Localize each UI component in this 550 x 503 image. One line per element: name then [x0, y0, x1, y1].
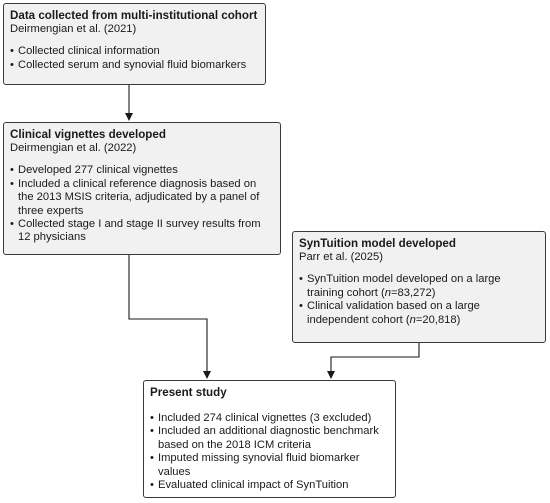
- list-item: Clinical validation based on a large ind…: [299, 300, 538, 327]
- present-study-list: Included 274 clinical vignettes (3 exclu…: [150, 412, 388, 493]
- syntuition-title: SynTuition model developed: [299, 237, 456, 250]
- present-study-title: Present study: [150, 386, 227, 399]
- vignettes-box: Clinical vignettes developed Deirmengian…: [3, 122, 281, 255]
- syntuition-box: SynTuition model developed Parr et al. (…: [292, 231, 546, 343]
- vignettes-list: Developed 277 clinical vignettesIncluded…: [10, 164, 273, 244]
- italic-n: n: [384, 286, 391, 299]
- list-item: Included an additional diagnostic benchm…: [150, 425, 388, 452]
- arrow-syntuition-to-present: [327, 343, 420, 379]
- italic-n: n: [409, 313, 416, 326]
- list-item: Collected clinical information: [10, 45, 258, 59]
- list-item-text: SynTuition model developed on a large tr…: [307, 273, 501, 299]
- cohort-title: Data collected from multi-institutional …: [10, 9, 258, 22]
- list-item: Included 274 clinical vignettes (3 exclu…: [150, 412, 388, 426]
- list-item-text: =20,818): [415, 313, 461, 326]
- syntuition-citation: Parr et al. (2025): [299, 251, 383, 263]
- vignettes-citation: Deirmengian et al. (2022): [10, 142, 137, 154]
- vignettes-title: Clinical vignettes developed: [10, 128, 166, 141]
- list-item: Evaluated clinical impact of SynTuition: [150, 479, 388, 493]
- syntuition-list: SynTuition model developed on a large tr…: [299, 273, 538, 327]
- list-item: Developed 277 clinical vignettes: [10, 164, 273, 178]
- list-item-text: Clinical validation based on a large ind…: [307, 300, 480, 326]
- list-item: Included a clinical reference diagnosis …: [10, 178, 273, 218]
- list-item: Collected serum and synovial fluid bioma…: [10, 59, 258, 73]
- list-item: Collected stage I and stage II survey re…: [10, 218, 273, 245]
- present-study-box: Present study Included 274 clinical vign…: [143, 380, 396, 498]
- list-item-text: =83,272): [390, 286, 436, 299]
- cohort-citation: Deirmengian et al. (2021): [10, 23, 137, 35]
- list-item: SynTuition model developed on a large tr…: [299, 273, 538, 300]
- list-item: Imputed missing synovial fluid biomarker…: [150, 452, 388, 479]
- cohort-list: Collected clinical informationCollected …: [10, 45, 258, 72]
- cohort-box: Data collected from multi-institutional …: [3, 3, 266, 85]
- arrow-vignettes-to-present: [128, 255, 211, 379]
